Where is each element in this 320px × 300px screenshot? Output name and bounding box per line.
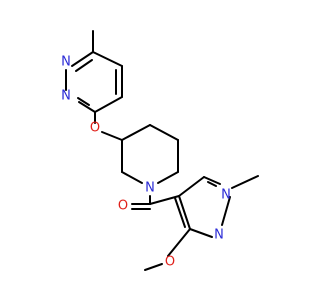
- methoxy-oxygen-label: O: [165, 255, 175, 270]
- ether-oxygen-label: O: [90, 121, 100, 136]
- pyrazole-n1-label: N: [221, 188, 231, 203]
- ether-bond-2: [101, 131, 123, 141]
- n-methyl-bond: [231, 175, 259, 189]
- pyridazine-ring: [65, 30, 123, 113]
- pyridazine-n1-label: N: [61, 55, 71, 70]
- carbonyl-oxygen-label: O: [118, 199, 128, 214]
- pyrazole-n2-label: N: [214, 228, 224, 243]
- molecule-structure: N N O N O N N O: [61, 30, 259, 271]
- methoxy-bond: [167, 228, 191, 257]
- amide-to-pyrazole-bond: [149, 195, 180, 205]
- pyridazine-n2-label: N: [61, 89, 71, 104]
- piperidine-ring: [121, 124, 179, 184]
- pyrazole-ring: [174, 176, 231, 238]
- methoxy-methyl-bond: [144, 263, 163, 271]
- piperidine-n-label: N: [145, 181, 155, 196]
